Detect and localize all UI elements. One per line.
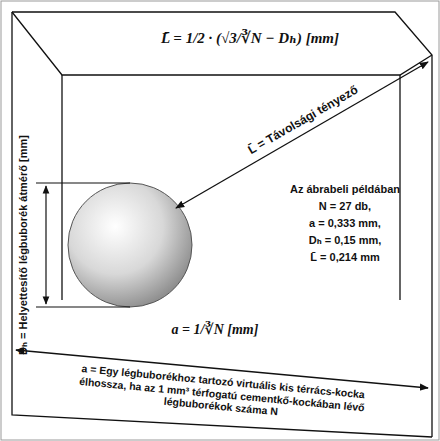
diameter-dimension bbox=[36, 183, 130, 307]
cube-edges bbox=[12, 12, 432, 437]
formula-distance: L̄ = 1/2 · (√3/∛N − Dₕ) [mm] bbox=[161, 29, 339, 47]
example-heading: Az ábrabeli példában bbox=[290, 183, 400, 196]
example-value: Dₕ = 0,15 mm, bbox=[309, 234, 382, 247]
example-value: L̄ = 0,214 mm bbox=[310, 251, 379, 264]
formula-edge: a = 1/∛N [mm] bbox=[172, 322, 259, 339]
example-value: N = 27 db, bbox=[319, 200, 371, 213]
air-bubble-sphere bbox=[68, 183, 192, 307]
example-value: a = 0,333 mm, bbox=[309, 217, 381, 230]
edge-description: a = Egy légbuborékhoz tartozó virtuális … bbox=[56, 360, 388, 428]
distance-arrow bbox=[176, 62, 428, 208]
distance-label: L̄ = Távolsági tényező bbox=[246, 83, 361, 158]
diameter-label: Dₕ = Helyettesítő légbuborék átmérő [mm] bbox=[17, 135, 30, 355]
